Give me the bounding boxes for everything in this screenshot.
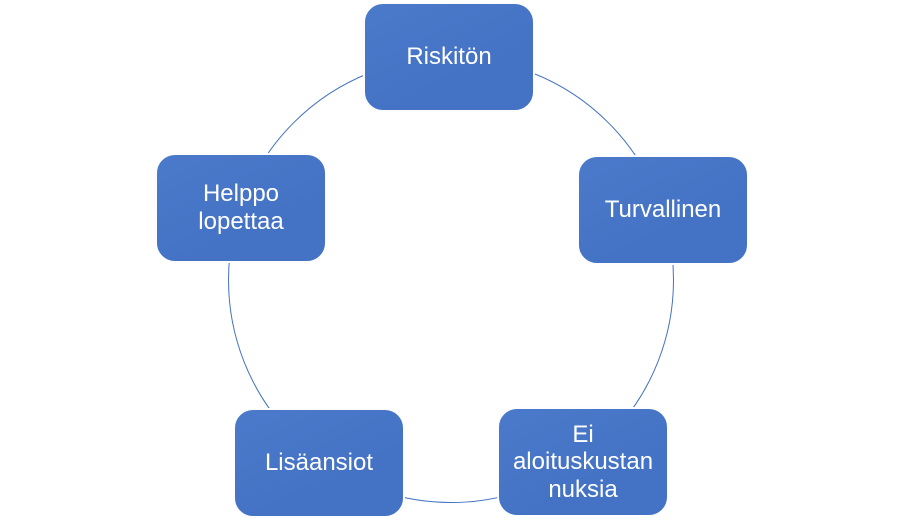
node-riskiton: Riskitön [363,2,535,112]
node-lisaansiot-label: Lisäansiot [264,449,374,477]
node-ei-aloituskustannuksia-label: Ei aloituskustan nuksia [512,420,654,503]
node-helppo-lopettaa: Helppo lopettaa [155,153,327,263]
node-ei-aloituskustannuksia: Ei aloituskustan nuksia [497,407,669,517]
node-riskiton-label: Riskitön [406,43,492,71]
node-turvallinen-label: Turvallinen [604,196,722,224]
node-helppo-lopettaa-label: Helppo lopettaa [198,180,284,235]
node-turvallinen: Turvallinen [577,155,749,265]
node-lisaansiot: Lisäansiot [233,408,405,518]
